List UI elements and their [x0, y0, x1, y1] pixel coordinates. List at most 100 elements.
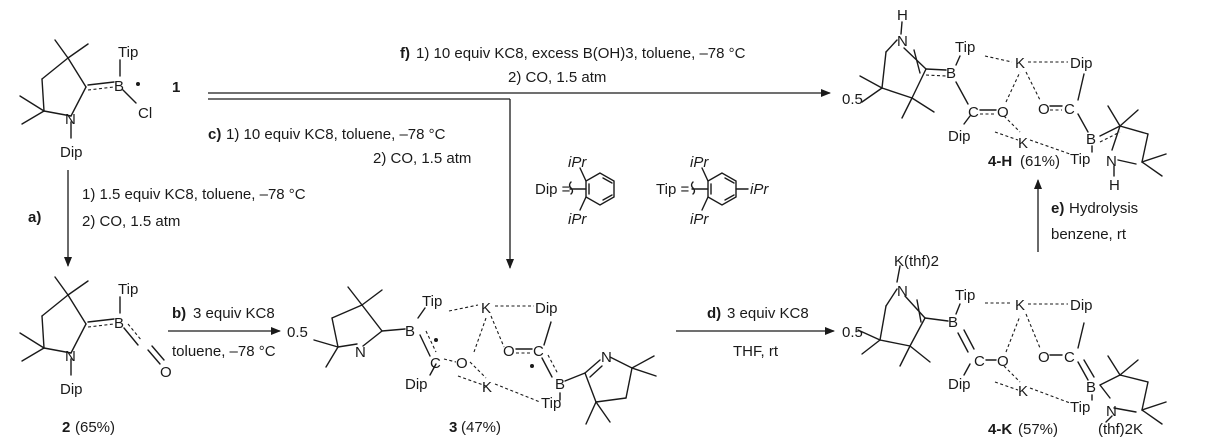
- c3-c-right: C: [533, 343, 544, 360]
- c4h-coefficient: 0.5: [842, 91, 863, 108]
- compound-2-yield: (65%): [75, 419, 115, 436]
- c2-o-atom: O: [160, 364, 172, 381]
- step-b-line2: toluene, –78 °C: [172, 343, 276, 360]
- c4h-o-right: O: [1038, 101, 1050, 118]
- c4h-h-bottom: H: [1109, 177, 1120, 194]
- step-c-letter: c): [208, 126, 221, 143]
- step-d-letter: d): [707, 305, 721, 322]
- step-c-line2: 2) CO, 1.5 atm: [373, 150, 471, 167]
- c2-dip-label: Dip: [60, 381, 83, 398]
- compound-1-structure: [19, 39, 137, 139]
- c1-radical-dot: [136, 82, 140, 86]
- compound-3-label: 3: [449, 419, 457, 436]
- c4k-o-left: O: [997, 353, 1009, 370]
- compound-4k-yield: (57%): [1018, 421, 1058, 437]
- c4h-dip-left: Dip: [948, 128, 971, 145]
- c2-tip-label: Tip: [118, 281, 138, 298]
- c4h-n-left: N: [897, 33, 908, 50]
- dip-ipr-top: iPr: [568, 154, 587, 171]
- c1-cl-atom: Cl: [138, 105, 152, 122]
- c4h-k-bottom: K: [1018, 135, 1028, 152]
- compound-4k-structure: [857, 265, 1167, 425]
- compound-4h-structure: [859, 21, 1167, 177]
- c3-dip-right: Dip: [535, 300, 558, 317]
- tip-ipr-top: iPr: [690, 154, 709, 171]
- dip-legend: [568, 167, 615, 211]
- c3-n-right: N: [601, 349, 612, 366]
- c4k-c-left: C: [974, 353, 985, 370]
- c4k-o-right: O: [1038, 349, 1050, 366]
- compound-2-structure: [19, 276, 165, 376]
- tip-legend-label: Tip =: [656, 181, 689, 198]
- c4h-o-left: O: [997, 104, 1009, 121]
- c3-k-top: K: [481, 300, 491, 317]
- dip-ipr-bottom: iPr: [568, 211, 587, 228]
- step-e-letter: e): [1051, 200, 1064, 217]
- compound-4k-label: 4-K: [988, 421, 1012, 437]
- c3-k-bottom: K: [482, 379, 492, 396]
- c3-o-right: O: [503, 343, 515, 360]
- c3-dip-left: Dip: [405, 376, 428, 393]
- step-a-line1: 1) 1.5 equiv KC8, toluene, –78 °C: [82, 186, 306, 203]
- step-d-line1: 3 equiv KC8: [727, 305, 809, 322]
- c3-radical-dot-left: [434, 338, 438, 342]
- c4h-c-left: C: [968, 104, 979, 121]
- c4h-n-right: N: [1106, 153, 1117, 170]
- c3-n-left: N: [355, 344, 366, 361]
- compound-4h-yield: (61%): [1020, 153, 1060, 170]
- c3-coefficient: 0.5: [287, 324, 308, 341]
- dip-legend-label: Dip =: [535, 181, 571, 198]
- step-e-line1: Hydrolysis: [1069, 200, 1138, 217]
- c4k-k-bottom: K: [1018, 383, 1028, 400]
- tip-ipr-right: iPr: [750, 181, 769, 198]
- c4k-c-right: C: [1064, 349, 1075, 366]
- tip-legend: [690, 167, 749, 211]
- c3-b-left: B: [405, 323, 415, 340]
- c4h-b-right: B: [1086, 131, 1096, 148]
- c4k-b-right: B: [1086, 379, 1096, 396]
- step-f-letter: f): [400, 45, 410, 62]
- compound-1-label: 1: [172, 79, 180, 96]
- c2-n-atom: N: [65, 348, 76, 365]
- c3-b-right: B: [555, 376, 565, 393]
- c4h-b-left: B: [946, 65, 956, 82]
- c4k-thfk-bottom: (thf)2K: [1098, 421, 1143, 437]
- c1-n-atom: N: [65, 111, 76, 128]
- step-f-line1: 1) 10 equiv KC8, excess B(OH)3, toluene,…: [416, 45, 746, 62]
- c4h-tip-left: Tip: [955, 39, 975, 56]
- c4h-c-right: C: [1064, 101, 1075, 118]
- c4h-h-top: H: [897, 7, 908, 24]
- c1-tip-label: Tip: [118, 44, 138, 61]
- c2-b-atom: B: [114, 315, 124, 332]
- compound-3-structure: [313, 286, 657, 425]
- step-f-line2: 2) CO, 1.5 atm: [508, 69, 606, 86]
- c4k-n-left: N: [897, 283, 908, 300]
- c4k-b-left: B: [948, 314, 958, 331]
- c4h-k-top: K: [1015, 55, 1025, 72]
- c3-tip-left: Tip: [422, 293, 442, 310]
- c3-o-left: O: [456, 355, 468, 372]
- c4h-dip-right: Dip: [1070, 55, 1093, 72]
- c1-b-atom: B: [114, 78, 124, 95]
- step-a-letter: a): [28, 209, 41, 226]
- c3-tip-right: Tip: [541, 395, 561, 412]
- compound-3-yield: (47%): [461, 419, 501, 436]
- compound-2-label: 2: [62, 419, 70, 436]
- tip-ipr-bottom: iPr: [690, 211, 709, 228]
- step-b-line1: 3 equiv KC8: [193, 305, 275, 322]
- c4k-k-top: K: [1015, 297, 1025, 314]
- compound-4h-label: 4-H: [988, 153, 1012, 170]
- c3-c-left: C: [430, 355, 441, 372]
- step-d-line2: THF, rt: [733, 343, 779, 360]
- c4k-tip-left: Tip: [955, 287, 975, 304]
- c1-dip-label: Dip: [60, 144, 83, 161]
- c4k-n-right: N: [1106, 403, 1117, 420]
- c4k-tip-right: Tip: [1070, 399, 1090, 416]
- step-c-line1: 1) 10 equiv KC8, toluene, –78 °C: [226, 126, 446, 143]
- step-a-line2: 2) CO, 1.5 atm: [82, 213, 180, 230]
- c4k-coefficient: 0.5: [842, 324, 863, 341]
- step-b-letter: b): [172, 305, 186, 322]
- c4h-tip-right: Tip: [1070, 151, 1090, 168]
- c4k-dip-right: Dip: [1070, 297, 1093, 314]
